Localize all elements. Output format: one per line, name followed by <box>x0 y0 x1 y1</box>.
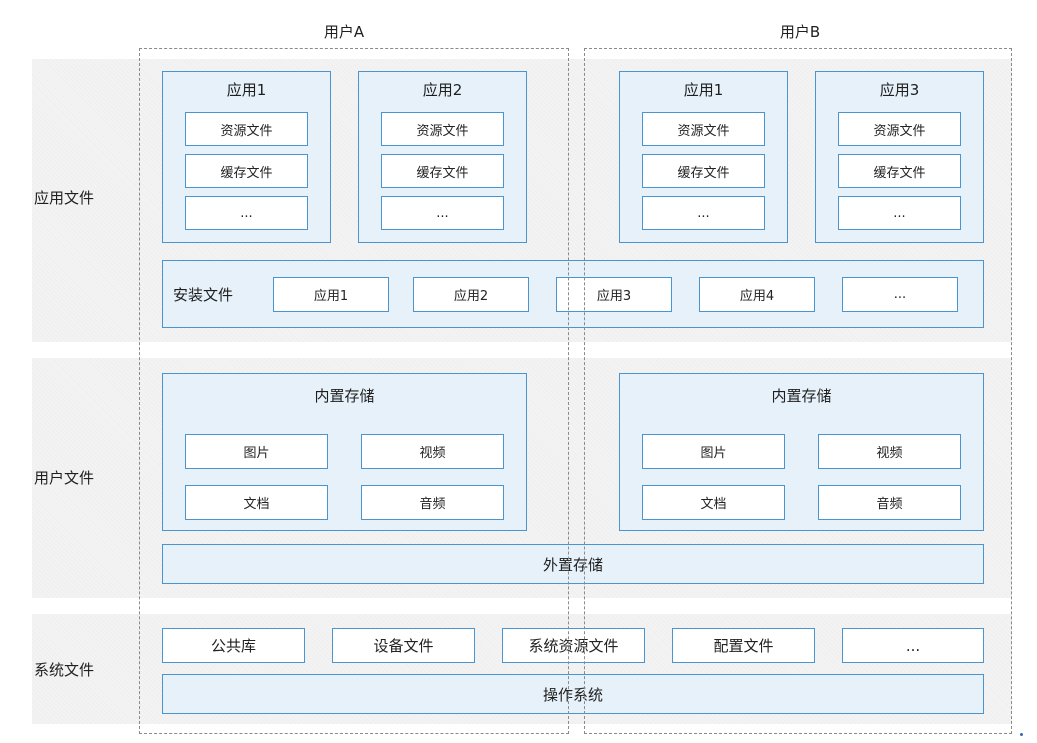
public-library-cell: 公共库 <box>162 628 305 663</box>
user-b-internal-storage-panel: 内置存储 图片 视频 文档 音频 <box>619 373 984 531</box>
app-title: 应用1 <box>226 81 267 99</box>
user-a-title: 用户A <box>323 23 365 41</box>
system-ellipsis-cell: ... <box>842 628 984 663</box>
resource-files-cell: 资源文件 <box>838 112 961 146</box>
app-title: 应用2 <box>422 81 463 99</box>
layer-label-user-files: 用户文件 <box>34 469 95 487</box>
ellipsis-cell: ... <box>185 196 308 230</box>
ellipsis-cell: ... <box>642 196 765 230</box>
user-b-app-1-panel: 应用1 资源文件 缓存文件 ... <box>619 71 788 243</box>
user-a-app-2-panel: 应用2 资源文件 缓存文件 ... <box>358 71 527 243</box>
install-app-4-cell: 应用4 <box>699 277 815 312</box>
install-files-label: 安装文件 <box>173 286 234 304</box>
cache-files-cell: 缓存文件 <box>185 154 308 188</box>
internal-storage-title: 内置存储 <box>771 387 832 405</box>
cache-files-cell: 缓存文件 <box>642 154 765 188</box>
install-ellipsis-cell: ... <box>842 277 958 312</box>
resource-files-cell: 资源文件 <box>381 112 504 146</box>
install-app-3-cell: 应用3 <box>556 277 672 312</box>
user-b-title: 用户B <box>779 23 821 41</box>
user-a-app-1-panel: 应用1 资源文件 缓存文件 ... <box>162 71 331 243</box>
layer-label-system-files: 系统文件 <box>34 661 95 679</box>
install-app-1-cell: 应用1 <box>273 277 389 312</box>
images-cell: 图片 <box>185 434 328 469</box>
app-title: 应用1 <box>683 81 724 99</box>
layer-label-app-files: 应用文件 <box>34 189 95 207</box>
device-files-cell: 设备文件 <box>332 628 475 663</box>
images-cell: 图片 <box>642 434 785 469</box>
videos-cell: 视频 <box>818 434 961 469</box>
user-b-app-3-panel: 应用3 资源文件 缓存文件 ... <box>815 71 984 243</box>
documents-cell: 文档 <box>185 485 328 520</box>
audio-cell: 音频 <box>818 485 961 520</box>
user-a-internal-storage-panel: 内置存储 图片 视频 文档 音频 <box>162 373 527 531</box>
ellipsis-cell: ... <box>381 196 504 230</box>
install-app-2-cell: 应用2 <box>413 277 529 312</box>
internal-storage-title: 内置存储 <box>314 387 375 405</box>
ellipsis-cell: ... <box>838 196 961 230</box>
app-title: 应用3 <box>879 81 920 99</box>
videos-cell: 视频 <box>361 434 504 469</box>
config-files-cell: 配置文件 <box>672 628 815 663</box>
external-storage-strip: 外置存储 <box>162 544 984 584</box>
documents-cell: 文档 <box>642 485 785 520</box>
corner-dot <box>1020 733 1023 736</box>
install-files-panel: 安装文件 应用1 应用2 应用3 应用4 ... <box>162 260 984 328</box>
system-resource-files-cell: 系统资源文件 <box>502 628 645 663</box>
cache-files-cell: 缓存文件 <box>838 154 961 188</box>
resource-files-cell: 资源文件 <box>642 112 765 146</box>
operating-system-strip: 操作系统 <box>162 674 984 714</box>
audio-cell: 音频 <box>361 485 504 520</box>
resource-files-cell: 资源文件 <box>185 112 308 146</box>
cache-files-cell: 缓存文件 <box>381 154 504 188</box>
